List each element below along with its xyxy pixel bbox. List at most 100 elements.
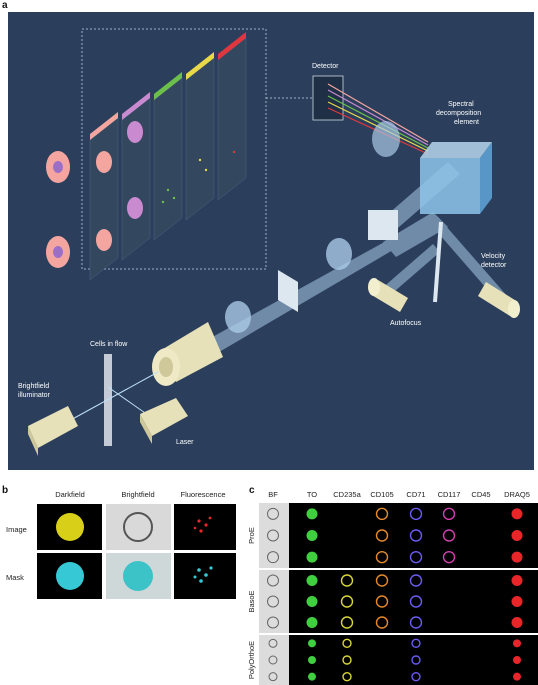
group-label: PolyOrthoE	[247, 641, 256, 679]
cell-thumbnail	[267, 616, 279, 629]
cells-in-flow-label: Cells in flow	[90, 341, 128, 348]
laser-source	[140, 398, 188, 444]
brightfield-cell	[123, 512, 153, 542]
group-label: BasoE	[247, 590, 256, 612]
filter-plate	[278, 270, 298, 312]
panel-a-letter: a	[2, 0, 8, 11]
channel-panels-frame	[81, 28, 267, 270]
cell-thumbnail	[442, 529, 456, 542]
cell-thumbnail	[375, 550, 389, 564]
brightfield-column	[259, 570, 289, 633]
cell-nucleus	[53, 246, 63, 258]
channel-strip	[89, 117, 119, 281]
cell-thumbnail	[511, 508, 523, 520]
fluorescent-spot	[198, 158, 202, 162]
channel-strip	[185, 57, 215, 221]
cell-group-panel	[259, 570, 538, 633]
channel-color-bar	[122, 92, 150, 120]
channel-color-bar	[218, 32, 246, 60]
cell-thumbnail	[513, 672, 521, 681]
column-header: CD117	[438, 490, 461, 499]
cell-thumbnail	[409, 529, 423, 542]
cell-thumbnail	[409, 595, 423, 608]
cell-image	[96, 151, 112, 173]
cell-thumbnail	[511, 596, 523, 607]
beam-velocity	[433, 217, 508, 304]
cell-thumbnail	[306, 617, 318, 628]
cell-thumbnail	[342, 671, 352, 682]
channel-panels	[81, 28, 267, 281]
column-header-darkfield: Darkfield	[55, 490, 85, 499]
column-header: CD71	[406, 490, 425, 499]
cell-thumbnail	[267, 574, 279, 587]
cell-thumbnail	[513, 656, 521, 664]
lens	[225, 301, 251, 333]
darkfield-cell	[56, 513, 84, 541]
group-label: ProE	[247, 527, 256, 544]
cell-thumbnail	[375, 507, 389, 521]
spectral-label: Spectral decomposition element	[436, 101, 483, 126]
cell-thumbnail	[306, 575, 318, 586]
cell-thumbnail	[306, 596, 318, 607]
cell-group-panel	[259, 503, 538, 568]
cell-thumbnail	[306, 530, 318, 541]
cell-thumbnail	[267, 551, 279, 564]
beam-autofocus	[380, 244, 440, 297]
fluorescent-spot	[172, 196, 176, 200]
masking-grid: Darkfield Brightfield Fluorescence Image…	[6, 490, 236, 599]
cell-thumbnail	[511, 530, 523, 541]
channel-color-bar	[154, 72, 182, 100]
velocity-label: Velocity detector	[481, 253, 507, 269]
cell-thumbnail	[306, 551, 318, 563]
cell-image	[127, 197, 143, 219]
cell-thumbnail	[308, 656, 316, 664]
fluorescent-spot	[161, 200, 165, 204]
autofocus-unit	[368, 278, 408, 312]
cell-image	[127, 121, 143, 143]
column-header: CD105	[370, 490, 393, 499]
brightfield-illuminator	[28, 406, 78, 456]
column-header: CD235a	[333, 490, 361, 499]
cell-thumbnail	[375, 574, 389, 587]
beam-segment	[383, 212, 448, 257]
channel-color-bar	[90, 112, 118, 140]
channel-strip	[217, 37, 247, 201]
cell-thumbnail	[375, 595, 389, 608]
brightfield-column	[259, 635, 289, 685]
cell-thumbnail	[267, 507, 279, 520]
cell-thumbnail	[442, 507, 456, 521]
brightfield-image	[106, 504, 171, 550]
lens	[326, 238, 352, 270]
velocity-detector	[478, 282, 520, 318]
cell-thumbnail	[268, 638, 278, 648]
row-header-image: Image	[6, 525, 27, 534]
column-header: CD45	[471, 490, 490, 499]
cell-thumbnail	[340, 574, 354, 587]
spectral-decomposition-cube	[372, 121, 492, 214]
fluorescent-spot	[204, 168, 208, 172]
cell-thumbnail	[308, 672, 316, 681]
cell-thumbnail	[411, 671, 421, 682]
column-header: TO	[307, 490, 317, 499]
laser-label: Laser	[176, 439, 194, 446]
row-header-mask: Mask	[6, 573, 24, 582]
cell-thumbnail	[342, 638, 352, 649]
fluorescent-spot	[232, 150, 236, 154]
cell-thumbnail	[411, 638, 421, 649]
brightfield-label: Brightfield illuminator	[18, 383, 51, 399]
cell-thumbnail	[511, 551, 523, 563]
brightfield-column	[259, 503, 289, 568]
fluorescent-spot	[166, 188, 170, 192]
column-header: BF	[268, 490, 278, 499]
cell-thumbnail	[513, 639, 521, 648]
cell-thumbnail	[409, 574, 423, 587]
cell-group-panel	[259, 635, 538, 685]
lens	[372, 121, 400, 157]
panel-c-letter: c	[249, 485, 255, 496]
cell-thumbnail	[342, 655, 352, 665]
objective-lens	[152, 322, 223, 386]
channel-color-bar	[186, 52, 214, 80]
cell-thumbnail	[409, 550, 423, 564]
cell-thumbnail	[375, 529, 389, 542]
